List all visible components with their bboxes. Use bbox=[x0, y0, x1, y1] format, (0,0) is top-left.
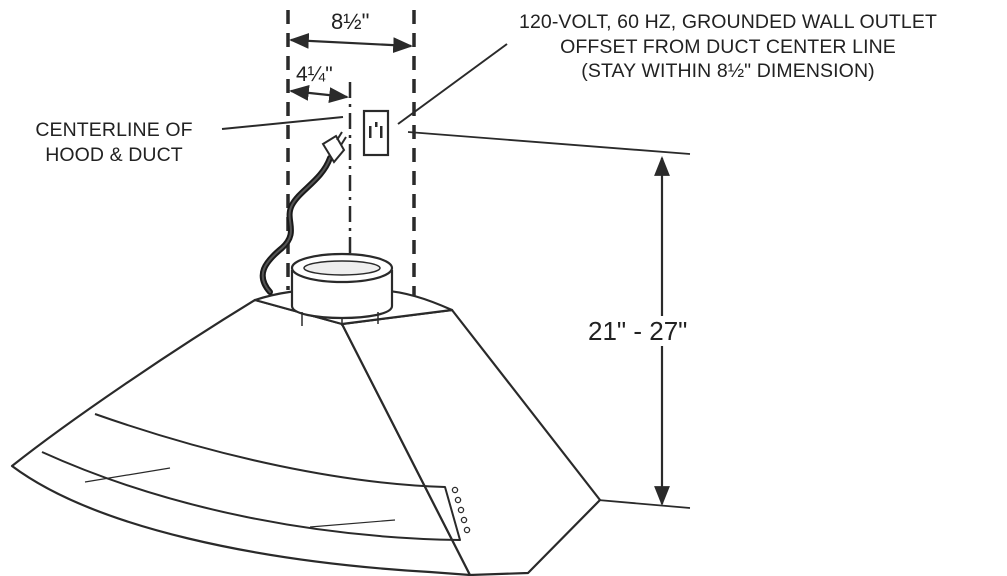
plug-icon bbox=[321, 131, 347, 164]
power-cord bbox=[259, 131, 347, 295]
wall-outlet-icon bbox=[362, 109, 390, 157]
height-top-extension bbox=[407, 131, 691, 155]
offset-dimension-arrow bbox=[289, 85, 349, 103]
range-hood bbox=[10, 288, 602, 576]
offset-dimension-label: 4¼" bbox=[296, 63, 333, 86]
outlet-note-line-3: (STAY WITHIN 8½" DIMENSION) bbox=[581, 60, 875, 82]
outlet-note-line-2: OFFSET FROM DUCT CENTER LINE bbox=[560, 35, 896, 58]
outlet-leader bbox=[397, 43, 508, 125]
centerline-label-line-2: HOOD & DUCT bbox=[45, 143, 183, 166]
centerline-label: CENTERLINE OF HOOD & DUCT bbox=[8, 119, 220, 166]
hood-glass-band bbox=[41, 413, 461, 541]
hood-front-face bbox=[10, 298, 472, 576]
width-dimension-label: 8½" bbox=[331, 9, 370, 34]
control-buttons bbox=[451, 486, 471, 534]
height-bottom-extension bbox=[597, 499, 691, 509]
duct-collar bbox=[290, 252, 394, 326]
centerline-leader bbox=[221, 116, 344, 130]
outlet-note-line-1: 120-VOLT, 60 HZ, GROUNDED WALL OUTLET bbox=[519, 11, 937, 33]
outlet-note: 120-VOLT, 60 HZ, GROUNDED WALL OUTLET OF… bbox=[454, 11, 1002, 82]
width-dimension-arrow bbox=[289, 32, 413, 54]
centerline-label-line-1: CENTERLINE OF bbox=[35, 119, 193, 141]
height-dimension-label: 21" - 27" bbox=[584, 316, 692, 346]
